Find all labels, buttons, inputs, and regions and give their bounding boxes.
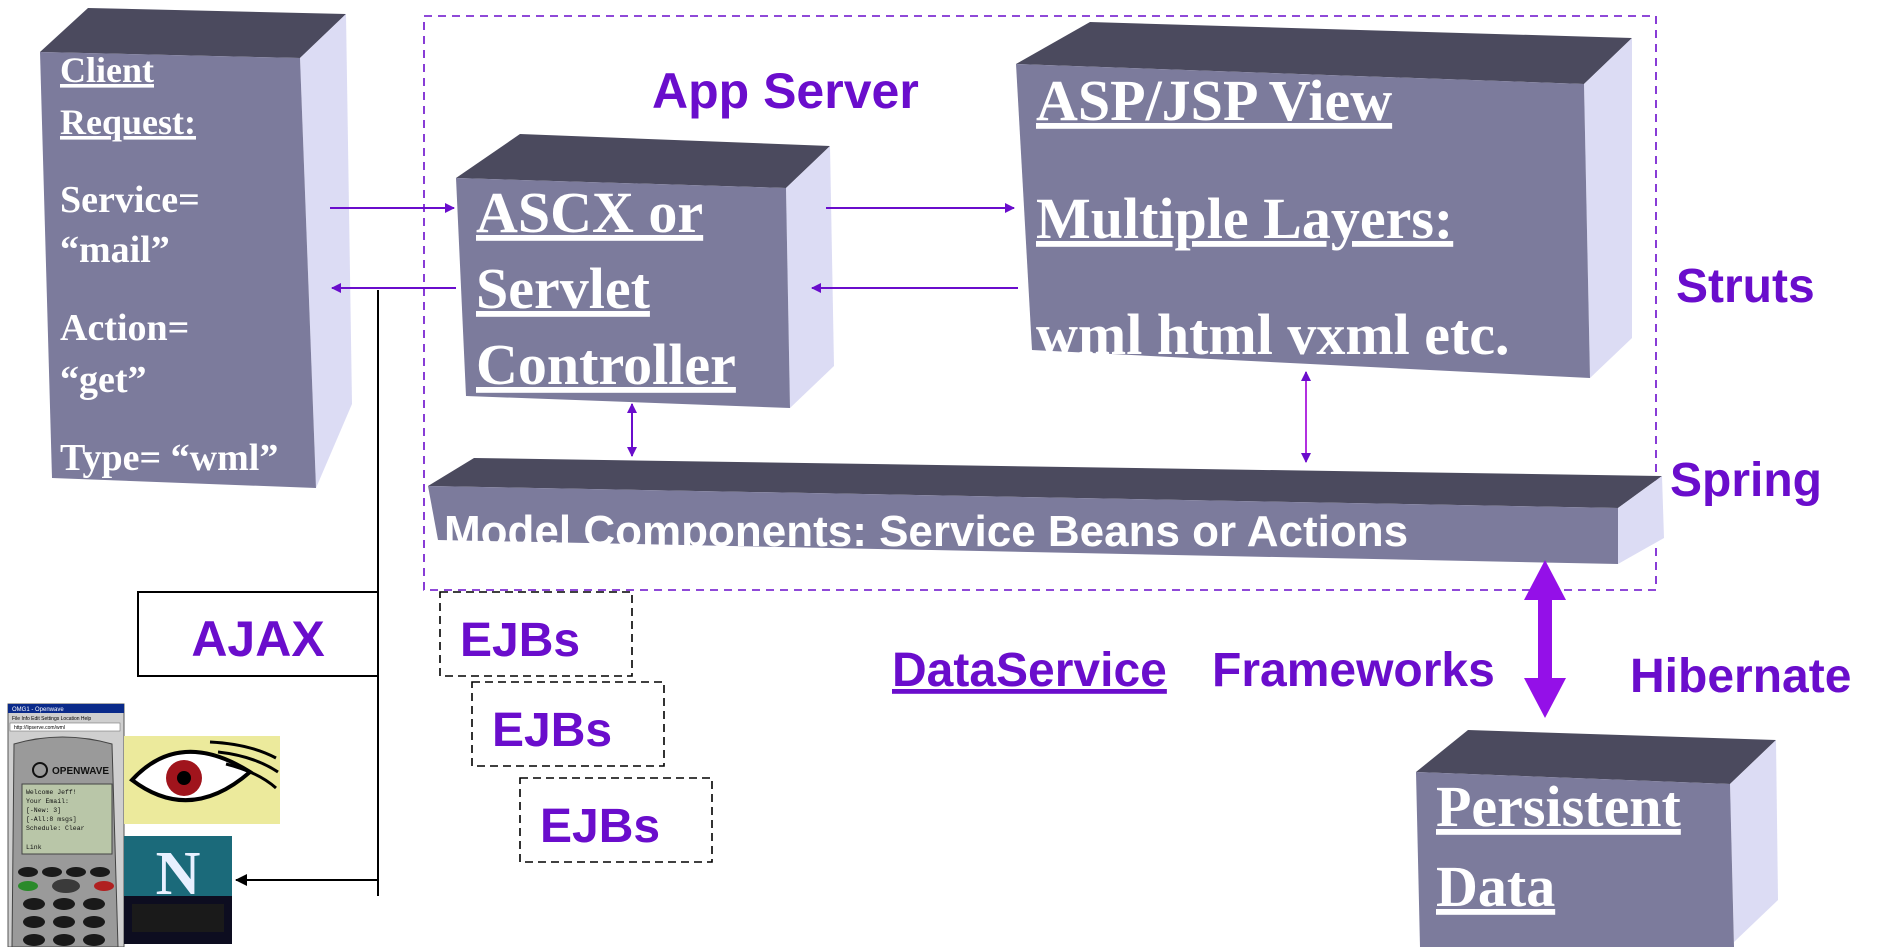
phone-simulator: OMG1 - Openwave File Info Edit Settings … xyxy=(7,703,125,947)
dataservice-label: DataService xyxy=(892,644,1167,697)
app-server-label: App Server xyxy=(652,63,919,119)
ejb-label-2: EJBs xyxy=(492,704,612,757)
persistent-line1: Persistent xyxy=(1436,774,1681,839)
persistent-data-box: Persistent Data xyxy=(1416,730,1778,947)
data-arrow xyxy=(1524,560,1566,718)
controller-line1: ASCX or xyxy=(476,180,703,245)
spring-label: Spring xyxy=(1670,454,1822,507)
ejb-box-3: EJBs xyxy=(519,777,713,863)
phone-keypad xyxy=(18,867,114,946)
openwave-logo-icon xyxy=(32,762,48,778)
ejb-label-1: EJBs xyxy=(460,614,580,667)
ajax-box: AJAX xyxy=(137,591,379,677)
phone-menu: File Info Edit Settings Location Help xyxy=(12,716,91,722)
model-components-text: Model Components: Service Beans or Actio… xyxy=(444,507,1408,556)
phone-screen-line-1: Welcome Jeff! xyxy=(26,789,77,796)
view-box: ASP/JSP View Multiple Layers: wml html v… xyxy=(1016,22,1632,378)
client-service-line2: “mail” xyxy=(60,229,170,271)
phone-screen-line-5: Schedule: Clear xyxy=(26,825,85,832)
client-service-line1: Service= xyxy=(60,179,200,221)
eye-icon xyxy=(124,736,280,824)
netscape-letter: N xyxy=(156,840,201,908)
ejb-box-1: EJBs xyxy=(439,591,633,677)
controller-line3: Controller xyxy=(476,332,736,397)
ejb-box-2: EJBs xyxy=(471,681,665,767)
phone-screen-line-4: [-All:8 msgs] xyxy=(26,816,77,823)
model-components-box: Model Components: Service Beans or Actio… xyxy=(428,458,1664,564)
client-type-line: Type= “wml” xyxy=(60,437,278,479)
view-line3: wml html vxml etc. xyxy=(1036,302,1510,367)
app-server-boundary xyxy=(423,15,1657,591)
frameworks-label: Frameworks xyxy=(1212,644,1495,697)
client-action-line1: Action= xyxy=(60,307,189,349)
client-title-line1: Client xyxy=(60,50,154,90)
view-line2: Multiple Layers: xyxy=(1036,186,1453,251)
phone-screen-line-3: [-New: 3] xyxy=(26,807,61,814)
persistent-line2: Data xyxy=(1436,854,1555,919)
controller-box: ASCX or Servlet Controller xyxy=(456,134,834,408)
client-action-line2: “get” xyxy=(60,359,147,401)
controller-line2: Servlet xyxy=(476,256,651,321)
hibernate-label: Hibernate xyxy=(1630,650,1851,703)
ajax-label: AJAX xyxy=(191,611,324,667)
phone-screen-line-7: Link xyxy=(26,844,42,851)
struts-label: Struts xyxy=(1676,260,1815,313)
client-title-line2: Request: xyxy=(60,102,196,142)
client-request-box: Client Request: Service= “mail” Action= … xyxy=(40,8,352,488)
phone-screen xyxy=(21,783,113,855)
phone-brand: OPENWAVE xyxy=(52,766,109,777)
view-line1: ASP/JSP View xyxy=(1036,68,1392,133)
ejb-label-3: EJBs xyxy=(540,800,660,853)
netscape-icon: N xyxy=(124,836,232,944)
phone-window-title: OMG1 - Openwave xyxy=(12,707,64,713)
phone-screen-line-2: Your Email: xyxy=(26,798,69,805)
phone-url: http://lipserve.com/wml xyxy=(14,725,65,731)
